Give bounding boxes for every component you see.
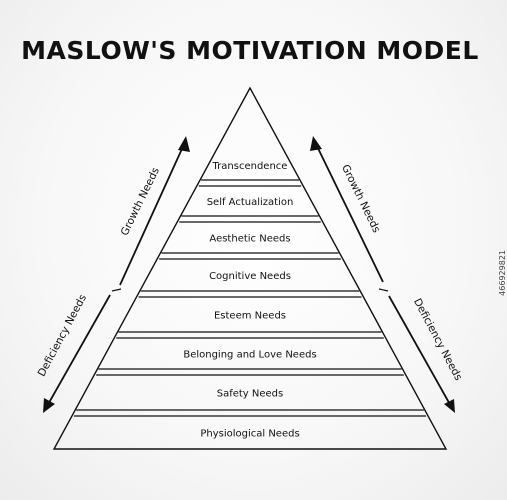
left-growth-arrowhead-icon [178, 136, 190, 152]
left-growth-label: Growth Needs [119, 166, 162, 238]
page-title: MASLOW'S MOTIVATION MODEL [21, 36, 479, 65]
right-growth-label: Growth Needs [339, 163, 382, 235]
right-growth-arrow [313, 139, 384, 283]
watermark-id: 466929821 [498, 250, 507, 296]
level-label: Esteem Needs [214, 311, 286, 322]
left-deficiency-arrowhead-icon [43, 398, 55, 413]
level-label: Physiological Needs [200, 429, 299, 440]
level-label: Self Actualization [207, 197, 294, 208]
right-deficiency-arrow [388, 295, 453, 409]
left-deficiency-label: Deficiency Needs [36, 293, 89, 379]
pyramid-outline [52, 86, 448, 450]
level-label: Transcendence [212, 161, 288, 172]
right-divider-tick [378, 288, 389, 292]
level-label: Belonging and Love Needs [183, 350, 316, 361]
right-growth-arrowhead-icon [310, 136, 322, 151]
right-deficiency-arrowhead-icon [444, 399, 455, 413]
left-growth-arrow [119, 139, 187, 286]
level-label: Aesthetic Needs [209, 234, 290, 245]
level-label: Safety Needs [217, 389, 284, 400]
level-label: Cognitive Needs [209, 271, 291, 282]
left-divider-tick [111, 288, 122, 292]
pyramid-levels [73, 179, 427, 417]
right-deficiency-label: Deficiency Needs [411, 297, 464, 383]
left-deficiency-arrow [45, 294, 111, 409]
